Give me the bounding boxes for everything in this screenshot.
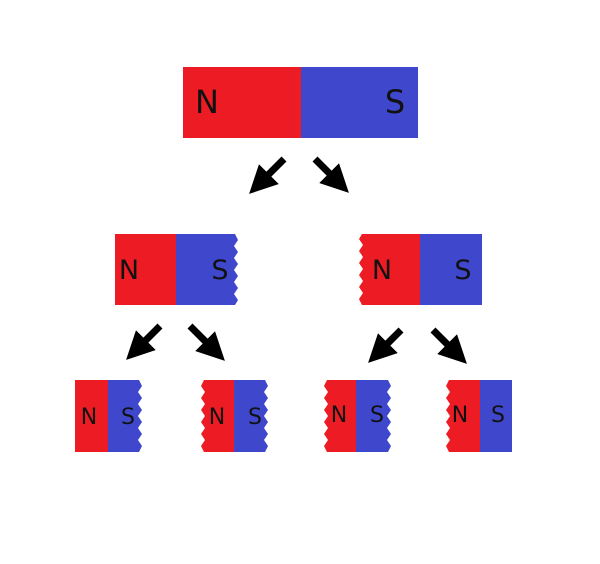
south-label: S	[491, 403, 505, 428]
south-pole	[480, 380, 512, 452]
south-pole-broken	[234, 380, 268, 452]
south-pole	[420, 234, 482, 305]
level1-magnet: N S	[183, 67, 418, 138]
north-label: N	[331, 403, 347, 428]
north-label: N	[209, 405, 225, 430]
south-label: S	[121, 405, 135, 430]
north-pole-broken	[324, 380, 356, 452]
arrow-split-mid-right-2	[430, 327, 467, 364]
north-label: N	[452, 403, 468, 428]
level3-magnet-1: N S	[75, 380, 142, 452]
north-label: N	[195, 83, 219, 121]
level3-magnet-2: N S	[201, 380, 268, 452]
south-label: S	[370, 403, 384, 428]
arrow-split-top-right	[312, 156, 349, 193]
level3-magnet-3: N S	[324, 380, 391, 452]
south-label: S	[248, 405, 262, 430]
level3-magnet-4: N S	[446, 380, 512, 452]
south-pole	[301, 67, 418, 138]
south-pole-broken	[176, 234, 238, 305]
north-pole-broken	[201, 380, 234, 452]
south-pole-broken	[356, 380, 391, 452]
north-pole	[183, 67, 301, 138]
south-label: S	[454, 255, 471, 286]
north-pole-broken	[446, 380, 480, 452]
arrow-split-mid-right-1	[368, 327, 404, 363]
north-pole	[115, 234, 176, 305]
north-pole	[75, 380, 108, 452]
arrow-split-mid-left-1	[126, 323, 163, 360]
north-label: N	[372, 255, 392, 286]
arrow-split-mid-left-2	[187, 323, 225, 361]
level2-left-magnet: N S	[115, 234, 238, 305]
north-label: N	[119, 255, 139, 286]
level2-right-magnet: N S	[359, 234, 482, 305]
north-label: N	[81, 405, 97, 430]
south-pole-broken	[108, 380, 142, 452]
south-label: S	[385, 83, 405, 121]
north-pole-broken	[359, 234, 420, 305]
south-label: S	[211, 255, 228, 286]
arrow-split-top-left	[249, 156, 287, 194]
